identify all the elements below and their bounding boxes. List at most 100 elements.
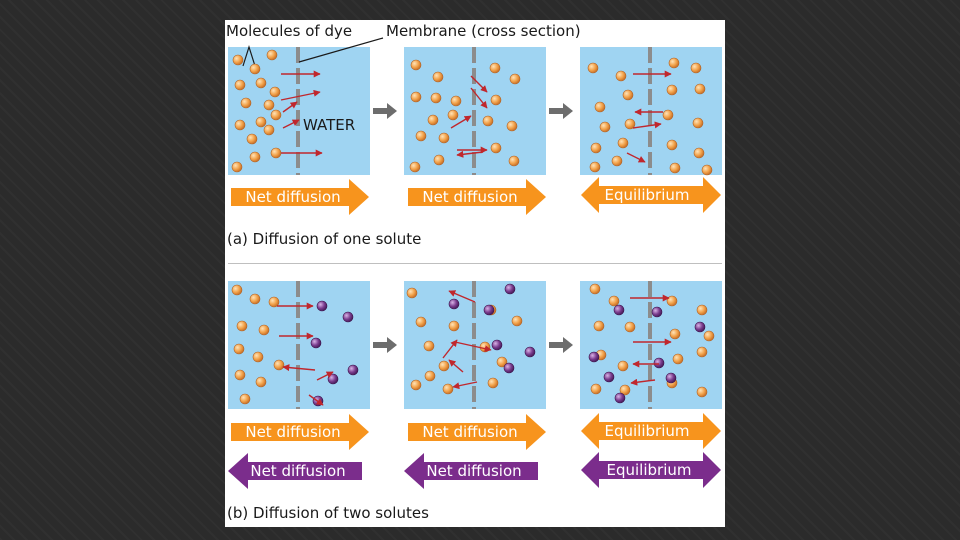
orange-molecule-a1-8 bbox=[263, 99, 275, 111]
orange-molecule-b2-6 bbox=[424, 370, 436, 382]
purple-molecule-b1-5 bbox=[327, 373, 339, 385]
orange-molecule-b2-10 bbox=[511, 315, 523, 327]
motion-arrow-a1-5 bbox=[282, 119, 300, 129]
orange-molecule-a3-9 bbox=[589, 161, 601, 173]
orange-molecule-b2-12 bbox=[496, 356, 508, 368]
purple-molecule-b3-1 bbox=[613, 304, 625, 316]
step-arrow-a1 bbox=[373, 103, 397, 119]
diagram-canvas bbox=[228, 37, 722, 489]
motion-arrow-b3-4 bbox=[630, 378, 656, 386]
diffusion-figure: Molecules of dye Membrane (cross section… bbox=[225, 20, 725, 527]
orange-molecule-a2-2 bbox=[432, 71, 444, 83]
orange-molecule-b1-7 bbox=[252, 351, 264, 363]
orange-molecule-b1-3 bbox=[268, 296, 280, 308]
net-diffusion-purple-label-b1: Net diffusion bbox=[250, 462, 346, 480]
purple-molecule-b2-4 bbox=[524, 346, 536, 358]
orange-molecule-a2-6 bbox=[427, 114, 439, 126]
purple-molecule-b3-4 bbox=[588, 351, 600, 363]
orange-molecule-a3-3 bbox=[622, 89, 634, 101]
net-diffusion-orange-label-b1: Net diffusion bbox=[245, 423, 341, 441]
orange-molecule-b3-8 bbox=[619, 384, 631, 396]
orange-molecule-a2-15 bbox=[482, 115, 494, 127]
orange-molecule-a3-16 bbox=[692, 117, 704, 129]
purple-molecule-b1-1 bbox=[316, 300, 328, 312]
membrane-leader-line bbox=[298, 37, 384, 63]
motion-arrow-b2-1 bbox=[448, 290, 476, 303]
orange-molecule-b3-3 bbox=[593, 320, 605, 332]
motion-arrow-a1-3 bbox=[282, 101, 298, 113]
orange-molecule-a3-11 bbox=[668, 57, 680, 69]
net-diffusion-label-a1: Net diffusion bbox=[245, 188, 341, 206]
motion-arrow-b2-5 bbox=[452, 381, 478, 390]
net-diffusion-arrow-a1 bbox=[231, 179, 369, 215]
orange-molecule-b3-7 bbox=[590, 383, 602, 395]
caption-a: (a) Diffusion of one solute bbox=[227, 230, 422, 248]
purple-molecule-b3-8 bbox=[614, 392, 626, 404]
orange-molecule-a1-16 bbox=[270, 147, 282, 159]
equilibrium-arrow-a3 bbox=[581, 177, 721, 213]
net-diffusion-label-a2: Net diffusion bbox=[422, 188, 518, 206]
orange-molecule-a1-3 bbox=[266, 49, 278, 61]
purple-molecule-b3-2 bbox=[651, 306, 663, 318]
orange-molecule-b2-2 bbox=[415, 316, 427, 328]
orange-molecule-a3-5 bbox=[599, 121, 611, 133]
orange-molecule-a3-18 bbox=[693, 147, 705, 159]
orange-molecule-b1-8 bbox=[234, 369, 246, 381]
orange-molecule-b1-2 bbox=[249, 293, 261, 305]
orange-molecule-b2-13 bbox=[487, 377, 499, 389]
orange-molecule-a1-12 bbox=[246, 133, 258, 145]
orange-molecule-b3-12 bbox=[703, 330, 715, 342]
orange-molecule-b3-13 bbox=[672, 353, 684, 365]
orange-molecule-a3-19 bbox=[669, 162, 681, 174]
orange-molecule-b1-10 bbox=[273, 359, 285, 371]
orange-molecule-b3-10 bbox=[696, 304, 708, 316]
equilibrium-purple-arrow-b3 bbox=[581, 452, 721, 488]
purple-molecule-b1-4 bbox=[347, 364, 359, 376]
orange-molecule-a3-10 bbox=[611, 155, 623, 167]
dye-molecules-label: Molecules of dye bbox=[226, 22, 353, 40]
motion-arrow-a1-2 bbox=[280, 89, 321, 101]
purple-molecule-b3-6 bbox=[603, 371, 615, 383]
caption-b: (b) Diffusion of two solutes bbox=[227, 504, 429, 522]
orange-molecule-a2-17 bbox=[490, 142, 502, 154]
orange-molecule-a3-7 bbox=[590, 142, 602, 154]
orange-molecule-a3-2 bbox=[615, 70, 627, 82]
orange-molecule-a2-10 bbox=[409, 161, 421, 173]
orange-molecule-a2-3 bbox=[410, 91, 422, 103]
orange-molecule-b2-3 bbox=[448, 320, 460, 332]
motion-arrow-a3-3 bbox=[632, 121, 662, 129]
orange-molecule-a2-1 bbox=[410, 59, 422, 71]
orange-molecule-a1-11 bbox=[270, 109, 282, 121]
purple-molecule-b2-1 bbox=[504, 283, 516, 295]
net-diffusion-arrow-a2 bbox=[408, 179, 546, 215]
orange-molecule-b2-1 bbox=[406, 287, 418, 299]
orange-molecule-b1-6 bbox=[233, 343, 245, 355]
motion-arrow-a2-5 bbox=[450, 115, 472, 129]
orange-molecule-a1-2 bbox=[249, 63, 261, 75]
motion-arrow-a2-4 bbox=[456, 150, 484, 158]
purple-molecule-b2-2 bbox=[483, 304, 495, 316]
net-diffusion-orange-arrow-b2 bbox=[408, 414, 546, 450]
purple-molecule-b3-5 bbox=[653, 357, 665, 369]
orange-molecule-a3-17 bbox=[666, 139, 678, 151]
orange-molecule-a3-14 bbox=[694, 83, 706, 95]
orange-molecule-b1-1 bbox=[231, 284, 243, 296]
net-diffusion-purple-label-b2: Net diffusion bbox=[426, 462, 522, 480]
orange-molecule-a2-9 bbox=[438, 132, 450, 144]
purple-molecule-b1-2 bbox=[342, 311, 354, 323]
purple-molecule-b1-3 bbox=[310, 337, 322, 349]
orange-molecule-a2-5 bbox=[450, 95, 462, 107]
orange-molecule-a3-4 bbox=[594, 101, 606, 113]
motion-arrow-b2-4 bbox=[448, 359, 464, 373]
purple-molecule-b2-3 bbox=[491, 339, 503, 351]
orange-molecule-a2-14 bbox=[490, 94, 502, 106]
purple-molecule-b3-7 bbox=[665, 372, 677, 384]
orange-molecule-b3-11 bbox=[669, 328, 681, 340]
orange-molecule-a2-12 bbox=[489, 62, 501, 74]
orange-molecule-b3-16 bbox=[696, 386, 708, 398]
orange-molecule-b3-14 bbox=[696, 346, 708, 358]
orange-molecule-b3-2 bbox=[608, 295, 620, 307]
step-arrow-b2 bbox=[549, 337, 573, 353]
orange-molecule-a1-10 bbox=[255, 116, 267, 128]
orange-molecule-b2-5 bbox=[410, 379, 422, 391]
